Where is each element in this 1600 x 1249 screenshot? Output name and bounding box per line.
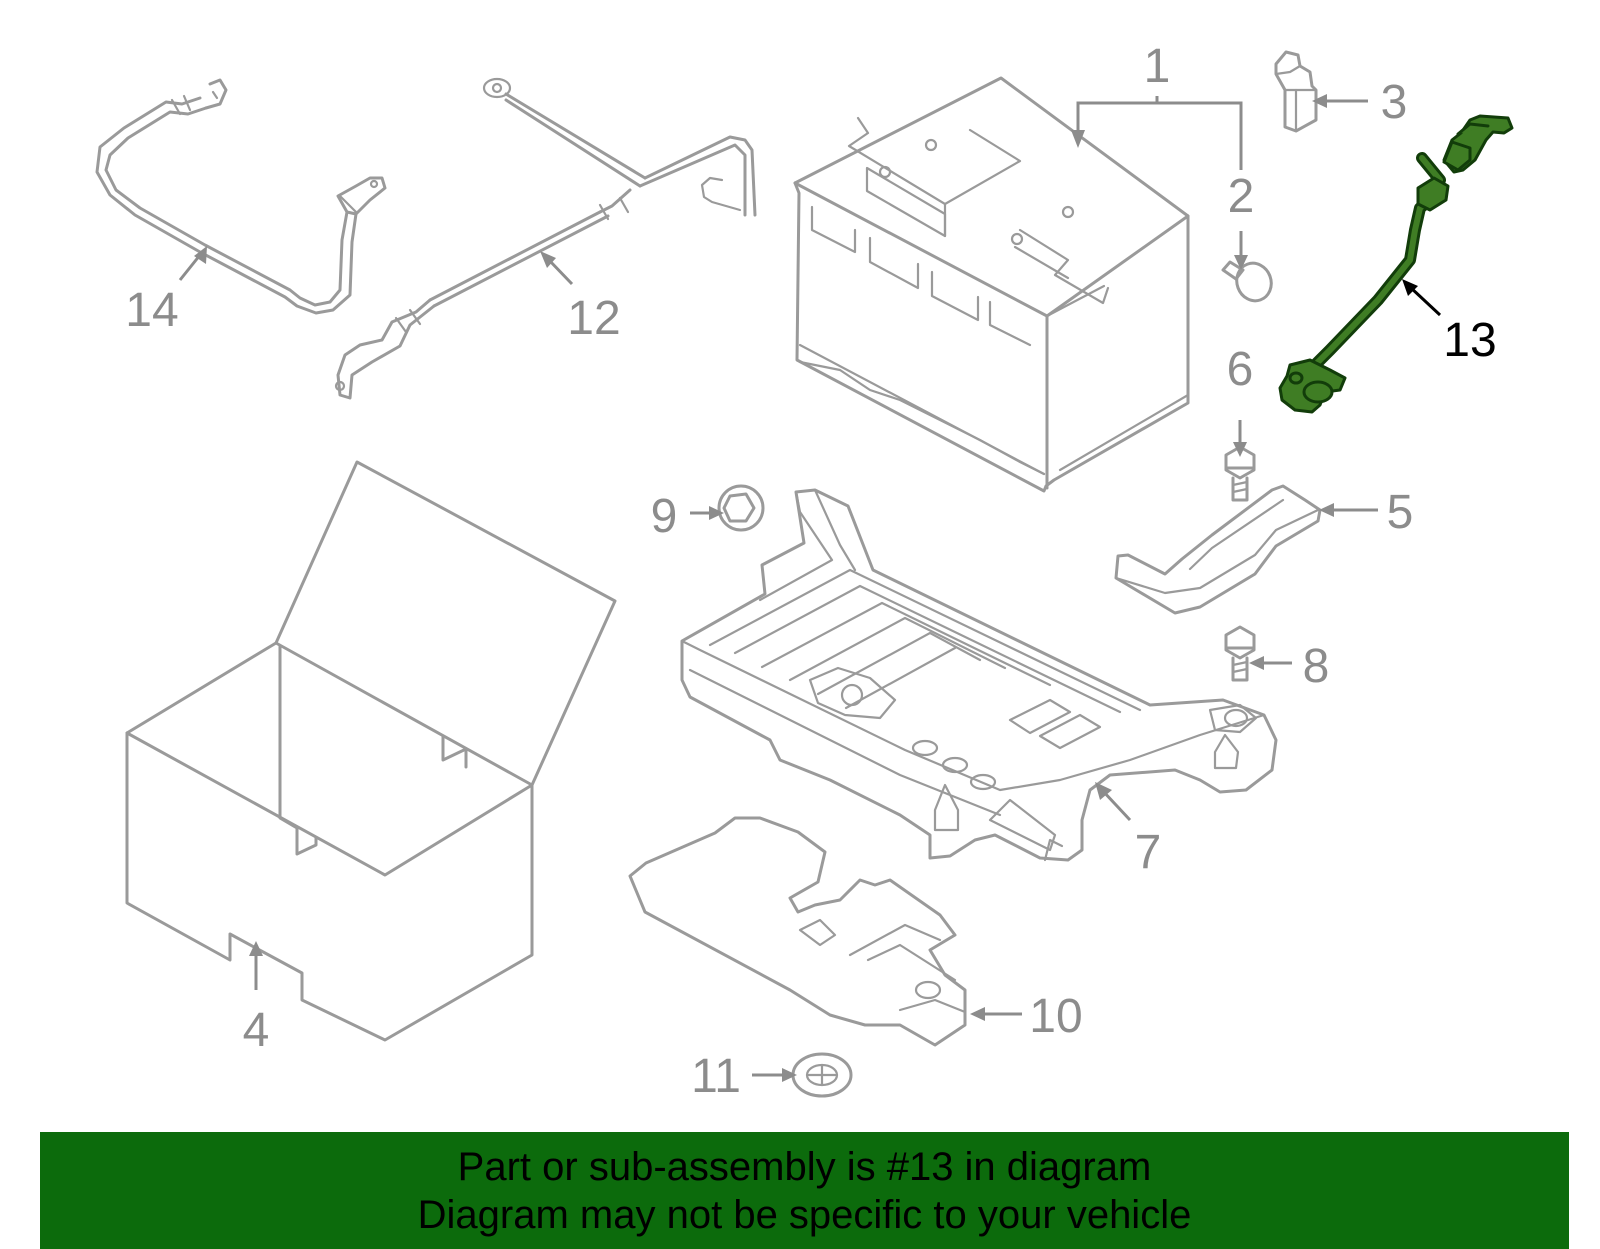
part-tray [680,488,1278,862]
callout-5: 5 [1387,486,1414,539]
callout-8: 8 [1303,640,1330,693]
part-cable-13-highlighted [1278,114,1514,414]
part-cable-12 [334,77,757,400]
leader-arrowheads [194,94,1418,1082]
part-grommet [791,1052,853,1098]
callout-11: 11 [691,1050,741,1103]
part-clip [1274,50,1318,133]
leader-lines [178,96,1442,1077]
banner-line-2: Diagram may not be specific to your vehi… [417,1192,1192,1237]
callout-10: 10 [1029,990,1082,1043]
banner-line-1: Part or sub-assembly is #13 in diagram [457,1144,1152,1189]
part-nut [717,484,765,532]
callout-13: 13 [1443,314,1496,367]
callout-1: 1 [1144,40,1171,93]
callout-12: 12 [567,292,620,345]
part-plate [628,816,967,1047]
part-hold-down [1114,484,1322,615]
part-battery [793,76,1190,493]
part-cap [1221,260,1273,303]
callout-3: 3 [1381,76,1408,129]
part-bolt-6 [1224,445,1256,502]
callout-2: 2 [1228,170,1255,223]
part-cable-14 [95,78,387,315]
callout-7: 7 [1135,826,1162,879]
callout-4: 4 [243,1004,270,1057]
callout-labels: 1 2 3 4 5 6 7 8 9 10 11 12 13 14 [125,40,1496,1103]
part-bolt-8 [1224,625,1256,682]
callout-9: 9 [651,490,678,543]
info-banner: Part or sub-assembly is #13 in diagram D… [40,1132,1569,1249]
part-battery-box [125,460,617,1042]
callout-6: 6 [1227,343,1254,396]
callout-14: 14 [125,284,178,337]
